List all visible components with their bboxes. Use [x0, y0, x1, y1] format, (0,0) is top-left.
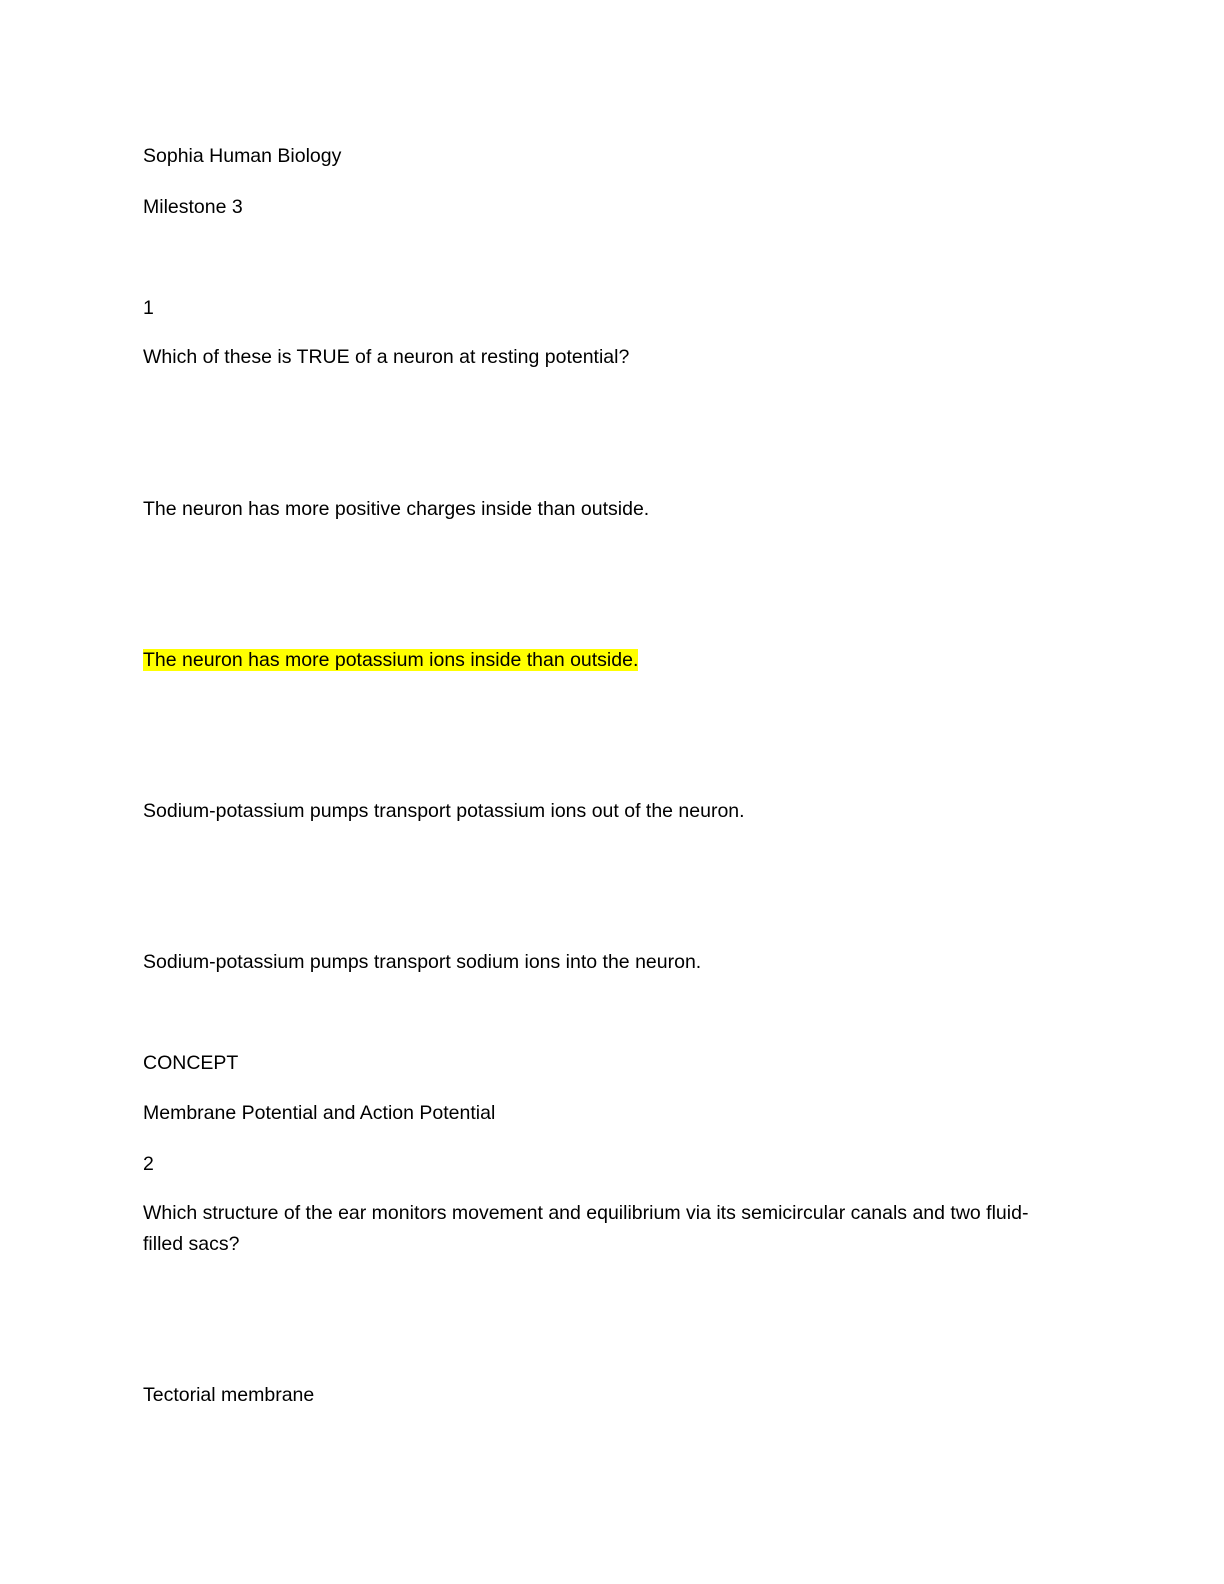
concept-label: CONCEPT [143, 1052, 239, 1074]
milestone-title: Milestone 3 [143, 196, 243, 218]
course-title: Sophia Human Biology [143, 145, 342, 167]
question-1-option-4: Sodium-potassium pumps transport sodium … [143, 951, 702, 973]
question-1-option-2-wrapper: The neuron has more potassium ions insid… [143, 645, 639, 676]
question-2-prompt-line-1: Which structure of the ear monitors move… [143, 1202, 1029, 1224]
question-1-number: 1 [143, 297, 154, 319]
question-1-option-2-highlighted: The neuron has more potassium ions insid… [143, 649, 639, 671]
question-1-option-1: The neuron has more positive charges ins… [143, 498, 650, 520]
question-2-number: 2 [143, 1153, 154, 1175]
question-2-option-1: Tectorial membrane [143, 1384, 315, 1406]
question-2-prompt-line-2: filled sacs? [143, 1233, 240, 1255]
concept-name: Membrane Potential and Action Potential [143, 1102, 496, 1124]
question-1-prompt: Which of these is TRUE of a neuron at re… [143, 346, 630, 368]
question-1-option-3: Sodium-potassium pumps transport potassi… [143, 800, 745, 822]
